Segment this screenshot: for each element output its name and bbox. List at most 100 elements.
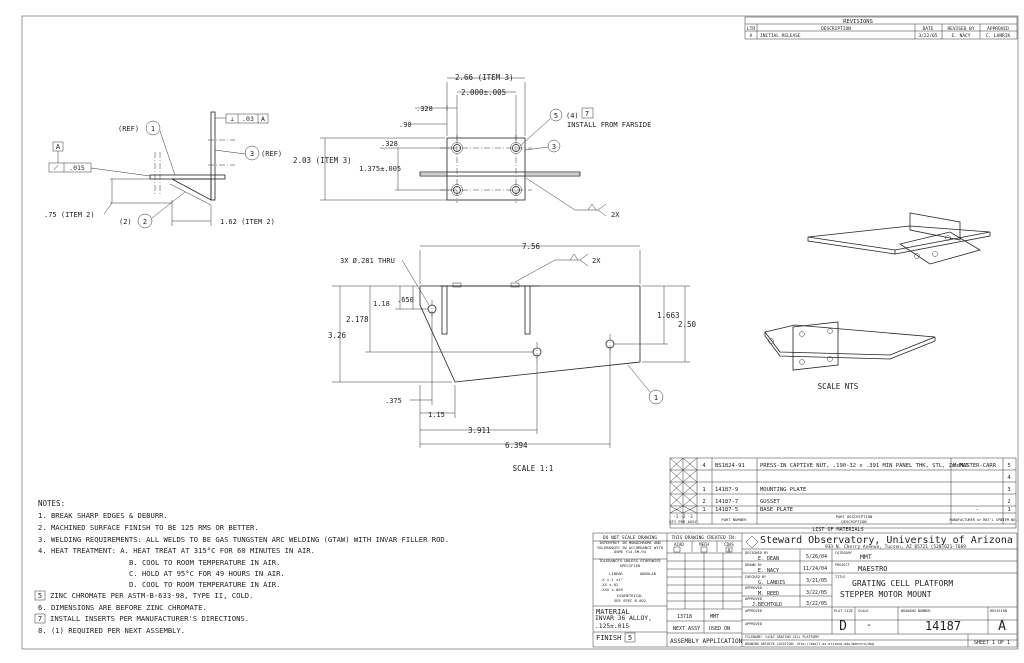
revisions-title: REVISIONS [843,19,873,25]
dim-375: .375 [385,397,402,405]
tb-acad: ACAD [674,542,684,547]
tb-approved3-lbl: APPROVED [745,609,762,613]
balloon-1-front-label: 1 [654,394,658,402]
dim-2000: 2.000±.005 [461,88,506,97]
tb-sheet: SHEET 1 OF 1 [974,640,1010,646]
tb-approved2-date: 3/22/05 [806,601,827,607]
note-5-flag: 5 [38,592,42,600]
bom-r4-desc: GUSSET [760,499,781,505]
tb-see-spec: SEE SPEC B-002 [614,598,646,603]
bom-r1-item: 5 [1007,463,1010,469]
bom-r3-part: 14187-9 [715,487,738,493]
tb-designed-date: 5/26/04 [806,554,827,560]
tb-do-not-scale: DO NOT SCALE DRAWING [603,535,657,541]
tb-checked-lbl: CHECKED BY [745,575,767,579]
dim-6394: 6.394 [505,441,528,450]
tb-material: INVAR 36 ALLOY, .125±.015 [595,615,652,630]
note-8: 8. (1) REQUIRED PER NEXT ASSEMBLY. [38,626,185,635]
note-5-qty: (4) [566,112,579,120]
tb-org: Steward Observatory, University of Arizo… [760,535,1013,546]
dim-115: 1.15 [428,411,445,419]
note-install-farside: INSTALL FROM FARSIDE [567,121,651,129]
tb-tolerances: TOLERANCES UNLESS OTHERWISE SPECIFIED [599,559,661,568]
note-4b: B. COOL TO ROOM TEMPERATURE IN AIR. [129,558,280,567]
bom-h-desc: DESCRIPTION [841,519,867,524]
dim-328-top: .328 [416,105,433,113]
holes-callout: 3X Ø.281 THRU [340,257,395,265]
balloon-1-label: 1 [151,125,155,133]
dim-326: 3.26 [328,331,347,340]
rev-approved: C. LANRIK [986,33,1011,39]
bom-r1-part: BS1824-91 [715,463,745,469]
bom-r4-part: 14187-7 [715,499,738,505]
tb-project: MAESTRO [858,565,888,573]
tb-approved2: J.BECHTOLD [752,602,782,608]
tb-finish-label: FINISH [596,634,621,642]
tb-cdas: CDAS [724,542,734,547]
bom-r3-qty: 1 [702,487,705,493]
bom-r4-item: 2 [1007,499,1010,505]
fcf-value: .015 [69,164,85,172]
sheet-border [21,15,1019,650]
rev-col-revised: REVISED BY [947,26,974,32]
bom-r4-qty: 2 [702,499,705,505]
tb-used-on: USED ON [709,626,730,632]
dim-118: 1.18 [373,300,390,308]
tb-material-label: MATERIAL [596,608,630,616]
bom-r5-qty: 1 [702,507,705,513]
bom-h-qty: QTY PER ASSY [669,519,697,524]
revisions-block: REVISIONS LTR DESCRIPTION DATE REVISED B… [744,16,1018,40]
note-4c: C. HOLD AT 95°C FOR 49 HOURS IN AIR. [129,569,285,578]
tb-tol-x: .X ±.1 ±1° [600,577,623,582]
bom-r5-desc: BASE PLATE [760,507,793,513]
bom-r5-part: 14187-5 [715,507,738,513]
tb-cdas-x: X [727,548,730,554]
tb-approved1-lbl: APPROVED [745,586,762,590]
datum-a-label: A [56,143,61,151]
iso-view-2: SCALE NTS [764,321,936,391]
scale-front: SCALE 1:1 [513,464,554,473]
bom-r1-desc: PRESS-IN CAPTIVE NUT, .190-32 x .391 MIN… [760,463,969,469]
bom-r3-desc: MOUNTING PLATE [760,487,806,493]
tb-diametral: DIAMETRICAL [617,593,643,598]
flag-7-top: 7 [585,110,589,118]
tb-drawn-lbl: DRAWN BY [745,563,763,567]
dim-250: 2.50 [678,320,697,329]
balloon-1 [145,120,161,136]
note-4: 4. HEAT TREATMENT: A. HEAT TREAT AT 315°… [38,546,315,555]
bom-r1-mfr: McMASTER-CARR [953,463,997,469]
tb-created-in: THIS DRAWING CREATED IN: [671,535,736,541]
dim-1375: 1.375±.005 [359,165,401,173]
front-view: 7.56 3X Ø.281 THRU 2X 3.26 2.178 1.18 .6… [328,242,697,473]
tb-interpret: INTERPRET IN MONOCHROME AND TOLERANCES I… [596,541,664,555]
dim-3911: 3.911 [468,426,491,435]
ref-3-text: (REF) [261,150,282,158]
tb-dwg-no: 14187 [925,619,961,633]
rev-col-ltr: LTR [747,26,755,32]
bom-r3-item: 3 [1007,487,1010,493]
tb-drawn-date: 11/24/04 [803,566,827,572]
side-view: A ⟋ .015 ⊥ .03 A (REF) 1 3 (REF) .75 (IT… [44,111,282,229]
dim-075: .75 (ITEM 2) [44,211,95,219]
rev-date: 3/22/05 [919,33,938,39]
bom-r5-item: 1 [1007,507,1010,513]
title-block: DO NOT SCALE DRAWING INTERPRET IN MONOCH… [592,532,1018,648]
weld-2x-front: 2X [592,257,601,265]
bom-r5-mfr: - [975,507,978,513]
dim-650: .650 [397,296,414,304]
tb-mech: MECH [699,542,709,547]
bom-h-part: PART NUMBER [721,517,747,522]
tb-13718: 13718 [677,614,692,620]
rev-col-desc: DESCRIPTION [821,26,851,32]
balloon-3-side-label: 3 [250,150,254,158]
tb-title2: STEPPER MOTOR MOUNT [840,590,932,599]
note-7: INSTALL INSERTS PER MANUFACTURER'S DIREC… [50,614,249,623]
top-view: 2.66 (ITEM 3) 2.000±.005 .328 .90 .328 1… [293,73,651,219]
rev-ltr: A [750,33,753,39]
tb-address: 933 N. Cherry Avenue, Tucson, AZ 85721 (… [825,544,966,550]
tb-filename: FILENAME: 14187 GRATING CELL PLATFORM [745,635,818,639]
tb-title-lbl: TITLE [835,575,846,579]
tb-assembly-app: ASSEMBLY APPLICATION [670,638,743,645]
balloon-1-front [648,389,664,405]
rev-desc: INITIAL RELEASE [760,33,801,39]
